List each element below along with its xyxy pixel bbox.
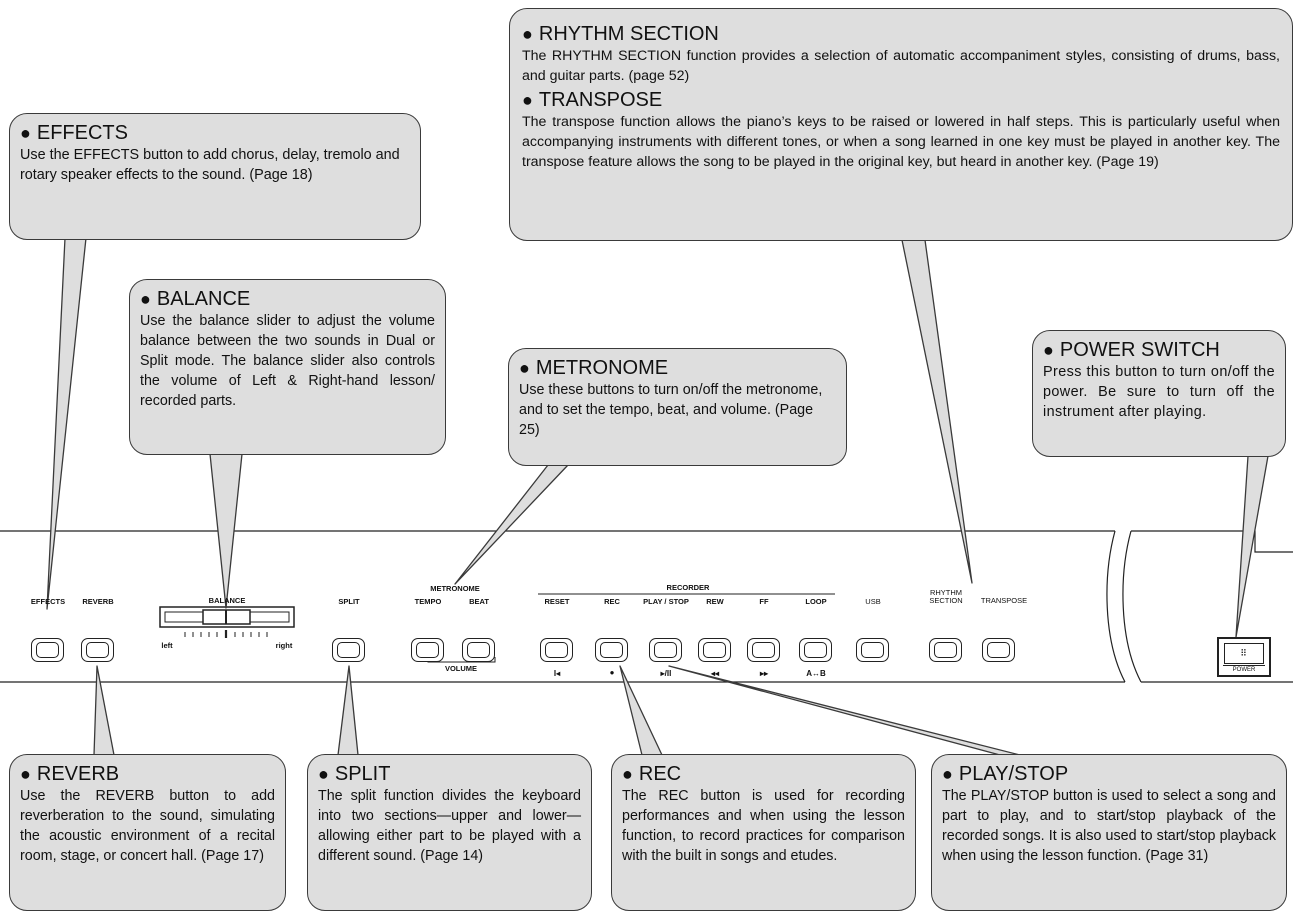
rew-panel-label: REW <box>706 597 724 606</box>
rec-panel-label: REC <box>604 597 620 606</box>
power-callout: ●POWER SWITCH Press this button to turn … <box>1032 330 1286 457</box>
transpose-body: The transpose function allows the piano’… <box>522 114 1280 170</box>
balance-callout: ●BALANCE Use the balance slider to adjus… <box>129 279 446 455</box>
balance-right-label: right <box>275 641 293 650</box>
balance-title: ●BALANCE <box>140 288 251 310</box>
split-body: The split function divides the keyboard … <box>318 788 581 864</box>
rec-body: The REC button is used for recording per… <box>622 788 905 864</box>
effects-body: Use the EFFECTS button to add chorus, de… <box>20 147 400 183</box>
rec-symbol: ● <box>609 668 615 677</box>
rec-button[interactable] <box>595 638 628 662</box>
bullet-icon: ● <box>20 764 31 784</box>
power-switch-face: ⠿ <box>1224 643 1264 664</box>
split-pointer <box>337 665 359 756</box>
playstop-panel-label: PLAY / STOP <box>643 597 689 606</box>
bullet-icon: ● <box>20 123 31 143</box>
bullet-icon: ● <box>140 289 151 309</box>
beat-button[interactable] <box>462 638 495 662</box>
transpose-title: ●TRANSPOSE <box>522 89 663 111</box>
reverb-title: ●REVERB <box>20 763 120 785</box>
panel-break <box>1106 530 1142 683</box>
reverb-body: Use the REVERB button to add reverberati… <box>20 788 275 864</box>
rhythm-section-button[interactable] <box>929 638 962 662</box>
split-title: ●SPLIT <box>318 763 391 785</box>
ff-button[interactable] <box>747 638 780 662</box>
bullet-icon: ● <box>522 24 533 44</box>
power-grip-icon: ⠿ <box>1240 648 1248 658</box>
loop-symbol: A↔B <box>806 669 826 678</box>
usb-panel-label: USB <box>865 597 881 606</box>
metronome-body: Use these buttons to turn on/off the met… <box>519 382 823 438</box>
transpose-button[interactable] <box>982 638 1015 662</box>
rec-title: ●REC <box>622 763 682 785</box>
playstop-button[interactable] <box>649 638 682 662</box>
rec-pointer <box>619 665 663 756</box>
metronome-panel-label: METRONOME <box>430 584 480 593</box>
rec-callout: ●REC The REC button is used for recordin… <box>611 754 916 911</box>
rhythm-section-body: The RHYTHM SECTION function provides a s… <box>522 48 1280 84</box>
loop-button[interactable] <box>799 638 832 662</box>
reverb-pointer <box>93 665 115 756</box>
metronome-callout: ●METRONOME Use these buttons to turn on/… <box>508 348 847 466</box>
transpose-panel-label: TRANSPOSE <box>980 596 1028 605</box>
bullet-icon: ● <box>519 358 530 378</box>
playstop-callout: ●PLAY/STOP The PLAY/STOP button is used … <box>931 754 1287 911</box>
reset-panel-label: RESET <box>544 597 570 606</box>
reverb-button[interactable] <box>81 638 114 662</box>
power-pointer <box>1235 455 1269 638</box>
metronome-pointer <box>454 464 569 585</box>
balance-left-label: left <box>161 641 173 650</box>
volume-panel-label: VOLUME <box>444 664 478 673</box>
rhythm-section-title: ●RHYTHM SECTION <box>522 23 719 45</box>
power-body: Press this button to turn on/off the pow… <box>1043 364 1275 420</box>
playstop-symbol: ▸/II <box>660 669 672 678</box>
usb-button[interactable] <box>856 638 889 662</box>
power-section-edge <box>1131 530 1293 683</box>
rew-symbol: ◂◂ <box>710 669 720 678</box>
power-title: ●POWER SWITCH <box>1043 339 1220 361</box>
tempo-button[interactable] <box>411 638 444 662</box>
effects-pointer <box>46 237 87 610</box>
ff-symbol: ▸▸ <box>759 669 769 678</box>
tempo-panel-label: TEMPO <box>414 597 442 606</box>
power-switch[interactable]: ⠿ POWER <box>1217 637 1271 677</box>
playstop-title: ●PLAY/STOP <box>942 763 1069 785</box>
rhythm-transpose-callout: ●RHYTHM SECTION The RHYTHM SECTION funct… <box>509 8 1293 241</box>
metronome-title: ●METRONOME <box>519 357 669 379</box>
effects-title: ●EFFECTS <box>20 122 128 144</box>
reset-button[interactable] <box>540 638 573 662</box>
loop-panel-label: LOOP <box>805 597 827 606</box>
balance-body: Use the balance slider to adjust the vol… <box>140 313 435 409</box>
bullet-icon: ● <box>318 764 329 784</box>
split-callout: ●SPLIT The split function divides the ke… <box>307 754 592 911</box>
balance-slider <box>159 606 295 638</box>
bullet-icon: ● <box>1043 340 1054 360</box>
effects-panel-label: EFFECTS <box>30 597 66 606</box>
reset-symbol: I◂ <box>553 669 561 678</box>
reverb-callout: ●REVERB Use the REVERB button to add rev… <box>9 754 286 911</box>
power-switch-label: POWER <box>1223 665 1265 674</box>
playstop-body: The PLAY/STOP button is used to select a… <box>942 788 1276 864</box>
bullet-icon: ● <box>622 764 633 784</box>
balance-scale-ticks <box>184 630 268 638</box>
reverb-panel-label: REVERB <box>82 597 114 606</box>
rew-button[interactable] <box>698 638 731 662</box>
ff-panel-label: FF <box>759 597 769 606</box>
bullet-icon: ● <box>522 90 533 110</box>
beat-panel-label: BEAT <box>469 597 489 606</box>
effects-callout: ●EFFECTS Use the EFFECTS button to add c… <box>9 113 421 240</box>
split-button[interactable] <box>332 638 365 662</box>
split-panel-label: SPLIT <box>338 597 360 606</box>
playstop-pointer <box>668 665 1021 756</box>
bullet-icon: ● <box>942 764 953 784</box>
balance-panel-label: BALANCE <box>208 596 246 605</box>
effects-button[interactable] <box>31 638 64 662</box>
recorder-panel-label: RECORDER <box>666 583 710 592</box>
